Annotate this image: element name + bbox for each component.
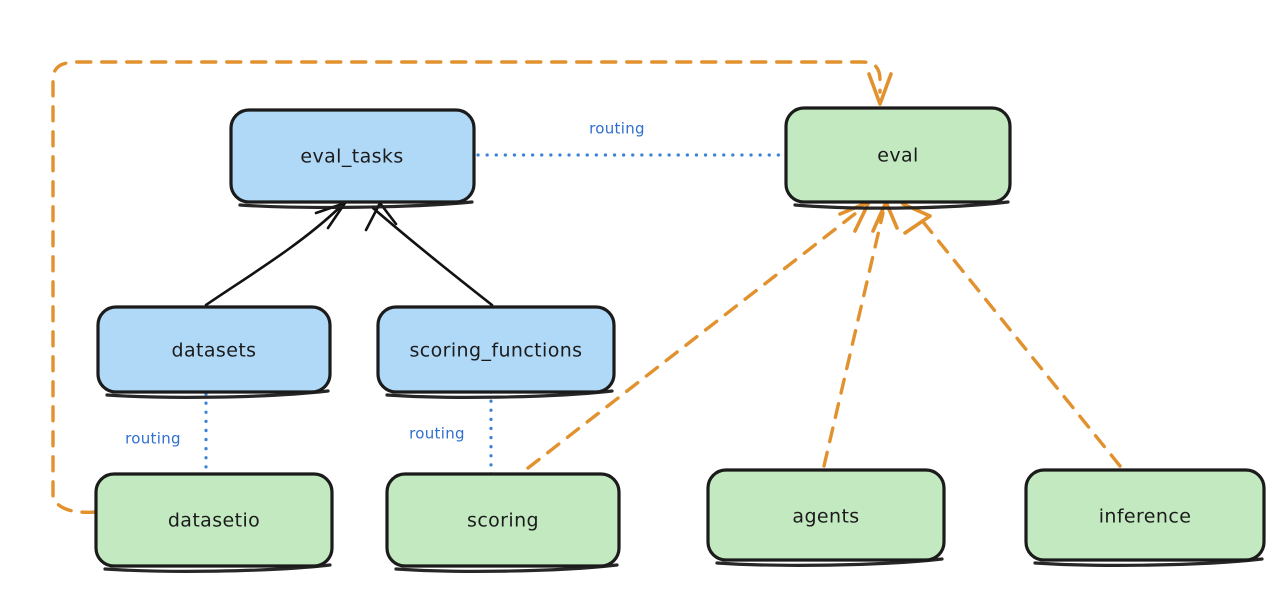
node-label: datasets (172, 340, 257, 362)
edge-agents-to-eval[interactable] (822, 200, 899, 468)
edge-path (204, 206, 341, 307)
node-shadow (238, 200, 474, 209)
node-label: eval (877, 145, 918, 167)
node-label: eval_tasks (300, 146, 403, 168)
arrowhead (871, 200, 899, 233)
node-shape (385, 472, 621, 568)
node-shape (1024, 468, 1266, 562)
node-shadow (793, 200, 1010, 210)
edge-path (822, 211, 885, 468)
edge-inference-to-eval[interactable] (901, 202, 1122, 468)
node-shadow (715, 557, 944, 567)
edge-scoring-functions-to-eval-tasks[interactable] (364, 201, 494, 307)
node-label: scoring_functions (410, 340, 583, 362)
nodes: eval_tasks eval datasets scoring_functio… (94, 106, 1266, 573)
node-label: datasetio (168, 510, 260, 532)
edge-path (51, 60, 882, 514)
node-scoring[interactable]: scoring (385, 472, 621, 573)
routing-edges (204, 153, 786, 478)
node-inference[interactable]: inference (1024, 468, 1266, 567)
node-shape (376, 305, 616, 394)
node-label: scoring (467, 510, 539, 532)
solid-edges (204, 201, 494, 307)
node-shape (229, 108, 476, 204)
edge-path (526, 211, 858, 470)
edge-path (371, 206, 494, 307)
node-scoring-functions[interactable]: scoring_functions (376, 305, 616, 399)
node-shadow (103, 563, 332, 573)
edge-labels: routing routing routing (125, 120, 645, 448)
node-datasets[interactable]: datasets (96, 305, 332, 399)
edge-datasets-to-eval-tasks[interactable] (204, 201, 347, 307)
node-shadow (105, 389, 330, 399)
arrowhead (867, 72, 893, 106)
node-shape (96, 305, 332, 394)
edge-label-routing-eval: routing (589, 120, 645, 138)
edge-datasetio-to-eval[interactable] (51, 60, 893, 514)
node-shadow (385, 389, 614, 399)
edge-label-routing-scoring: routing (409, 425, 465, 443)
node-eval[interactable]: eval (784, 106, 1012, 210)
edge-label-routing-datasetio: routing (125, 430, 181, 448)
node-shape (784, 106, 1012, 204)
node-shadow (1033, 557, 1264, 567)
node-datasetio[interactable]: datasetio (94, 472, 334, 573)
edge-path (914, 211, 1122, 468)
node-eval-tasks[interactable]: eval_tasks (229, 108, 476, 209)
node-shape (706, 468, 946, 562)
node-shape (94, 472, 334, 568)
node-agents[interactable]: agents (706, 468, 946, 567)
node-label: inference (1099, 506, 1192, 528)
node-shadow (394, 563, 619, 573)
node-label: agents (792, 506, 859, 528)
